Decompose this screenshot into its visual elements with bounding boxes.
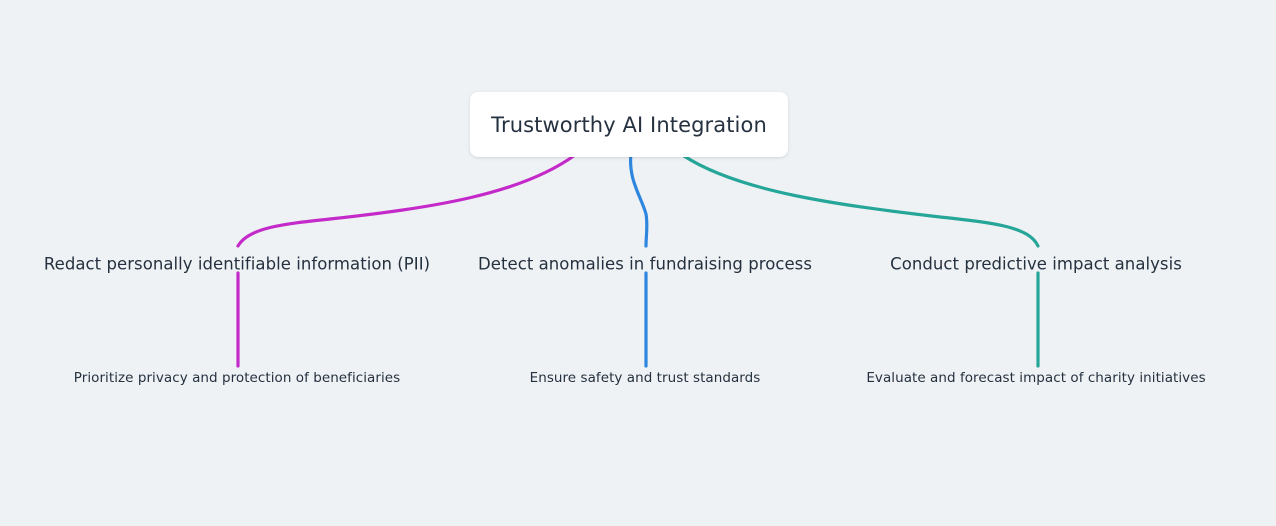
branch-node-3-label: Conduct predictive impact analysis xyxy=(890,254,1182,274)
edge-root-to-branch-3 xyxy=(682,154,1040,248)
leaf-node-3[interactable]: Evaluate and forecast impact of charity … xyxy=(866,370,1205,386)
branch-node-2-label: Detect anomalies in fundraising process xyxy=(478,254,812,274)
root-node[interactable]: Trustworthy AI Integration xyxy=(470,92,788,157)
edge-root-to-branch-2 xyxy=(628,151,649,248)
branch-node-1-label: Redact personally identifiable informati… xyxy=(43,254,431,274)
leaf-node-3-label: Evaluate and forecast impact of charity … xyxy=(866,370,1206,386)
leaf-node-2-label: Ensure safety and trust standards xyxy=(529,370,761,386)
branch-node-2[interactable]: Detect anomalies in fundraising process xyxy=(478,255,812,274)
leaf-node-2[interactable]: Ensure safety and trust standards xyxy=(530,370,761,386)
edge-root-to-branch-1 xyxy=(236,153,577,248)
root-node-label: Trustworthy AI Integration xyxy=(491,112,767,137)
leaf-node-1[interactable]: Prioritize privacy and protection of ben… xyxy=(74,370,400,386)
branch-node-1[interactable]: Redact personally identifiable informati… xyxy=(44,255,430,274)
leaf-node-1-label: Prioritize privacy and protection of ben… xyxy=(73,370,401,386)
branch-node-3[interactable]: Conduct predictive impact analysis xyxy=(890,255,1182,274)
